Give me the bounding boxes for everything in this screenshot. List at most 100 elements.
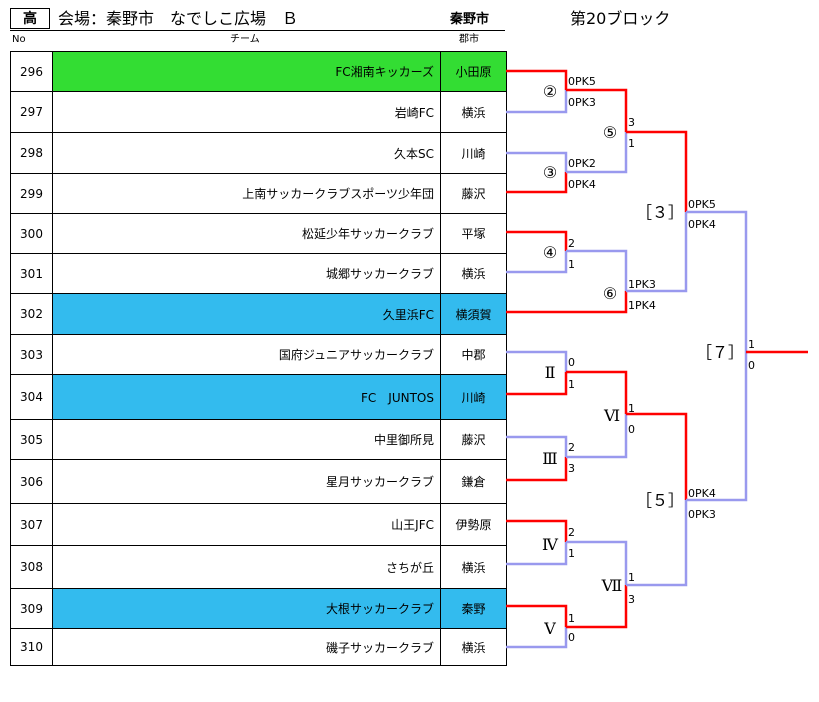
column-header-no: No	[12, 34, 26, 45]
bracket-line	[566, 414, 628, 459]
team-name: 大根サッカークラブ	[52, 588, 441, 629]
team-number: 300	[10, 213, 53, 254]
match-label: ⑤	[603, 123, 617, 142]
team-city: 横浜	[440, 628, 507, 666]
team-name: 中里御所見	[52, 419, 441, 460]
bracket-line	[506, 151, 568, 172]
team-name: 磯子サッカークラブ	[52, 628, 441, 666]
bracket-line	[506, 457, 568, 482]
bracket-line	[686, 352, 748, 502]
match-score-bottom: 0PK3	[568, 96, 596, 109]
match-label: ②	[543, 82, 557, 101]
team-city: 川崎	[440, 374, 507, 420]
match-score-bottom: 3	[628, 593, 635, 606]
bracket-line	[566, 370, 628, 414]
bracket-line	[566, 540, 628, 585]
team-city: 小田原	[440, 51, 507, 92]
match-score-top: 0PK5	[688, 198, 716, 211]
team-city: 伊勢原	[440, 503, 507, 546]
bracket-line	[626, 130, 688, 212]
match-score-bottom: 3	[568, 462, 575, 475]
match-label: Ⅴ	[543, 619, 556, 638]
bracket-line	[566, 132, 628, 174]
column-header-city: 郡市	[459, 34, 479, 45]
team-number: 304	[10, 374, 53, 420]
match-score-bottom: 1	[628, 137, 635, 150]
bracket-line	[506, 69, 568, 90]
match-score-bottom: 0PK3	[688, 508, 716, 521]
team-name: 久本SC	[52, 132, 441, 174]
match-score-top: 1PK3	[628, 278, 656, 291]
team-number: 307	[10, 503, 53, 546]
team-number: 310	[10, 628, 53, 666]
team-number: 309	[10, 588, 53, 629]
team-city: 中郡	[440, 334, 507, 375]
match-label: ［５］	[636, 491, 684, 510]
bracket-line	[506, 291, 628, 314]
team-name: 城郷サッカークラブ	[52, 253, 441, 294]
team-city: 川崎	[440, 132, 507, 174]
bracket-line	[626, 500, 688, 587]
match-label: Ⅶ	[601, 576, 623, 595]
team-number: 297	[10, 91, 53, 133]
match-score-top: 1	[628, 402, 635, 415]
team-number: 302	[10, 293, 53, 335]
team-name: FC JUNTOS	[52, 374, 441, 420]
match-score-top: 0PK2	[568, 157, 596, 170]
bracket-line	[566, 88, 628, 132]
header-badge: 高	[10, 8, 50, 29]
team-name: さちが丘	[52, 545, 441, 589]
team-name: 岩崎FC	[52, 91, 441, 133]
venue-title: 会場：秦野市 なでしこ広場 Ｂ	[58, 9, 299, 28]
match-label: ［３］	[636, 203, 684, 222]
match-score-top: 0PK4	[688, 487, 716, 500]
match-label: ⑥	[603, 284, 617, 303]
match-score-bottom: 0	[628, 423, 635, 436]
team-name: 松延少年サッカークラブ	[52, 213, 441, 254]
team-city: 鎌倉	[440, 459, 507, 504]
header-rule	[10, 30, 505, 31]
match-score-top: 0PK5	[568, 75, 596, 88]
match-score-bottom: 0	[748, 359, 755, 372]
team-number: 306	[10, 459, 53, 504]
match-label: Ⅲ	[542, 449, 557, 468]
bracket-line	[626, 212, 688, 293]
team-city: 平塚	[440, 213, 507, 254]
bracket-line	[506, 251, 568, 274]
block-title: 第20ブロック	[570, 9, 671, 28]
match-score-top: 3	[628, 116, 635, 129]
bracket-line	[506, 372, 568, 396]
match-label: Ⅵ	[603, 406, 620, 425]
bracket-line	[506, 90, 568, 114]
bracket-line	[626, 412, 688, 500]
match-label: Ⅱ	[545, 363, 556, 382]
match-score-bottom: 0PK4	[688, 218, 716, 231]
match-label: ［７］	[696, 343, 744, 362]
column-header-team: チーム	[230, 34, 260, 45]
host-city-label: 秦野市	[450, 12, 490, 27]
match-score-bottom: 1	[568, 258, 575, 271]
bracket-line	[506, 350, 568, 372]
bracket-line	[506, 172, 568, 194]
team-city: 藤沢	[440, 419, 507, 460]
match-label: Ⅳ	[542, 535, 559, 554]
match-score-bottom: 0PK4	[568, 178, 596, 191]
bracket-line	[506, 435, 568, 457]
team-city: 横須賀	[440, 293, 507, 335]
team-number: 296	[10, 51, 53, 92]
match-score-top: 1	[568, 612, 575, 625]
team-name: 山王JFC	[52, 503, 441, 546]
